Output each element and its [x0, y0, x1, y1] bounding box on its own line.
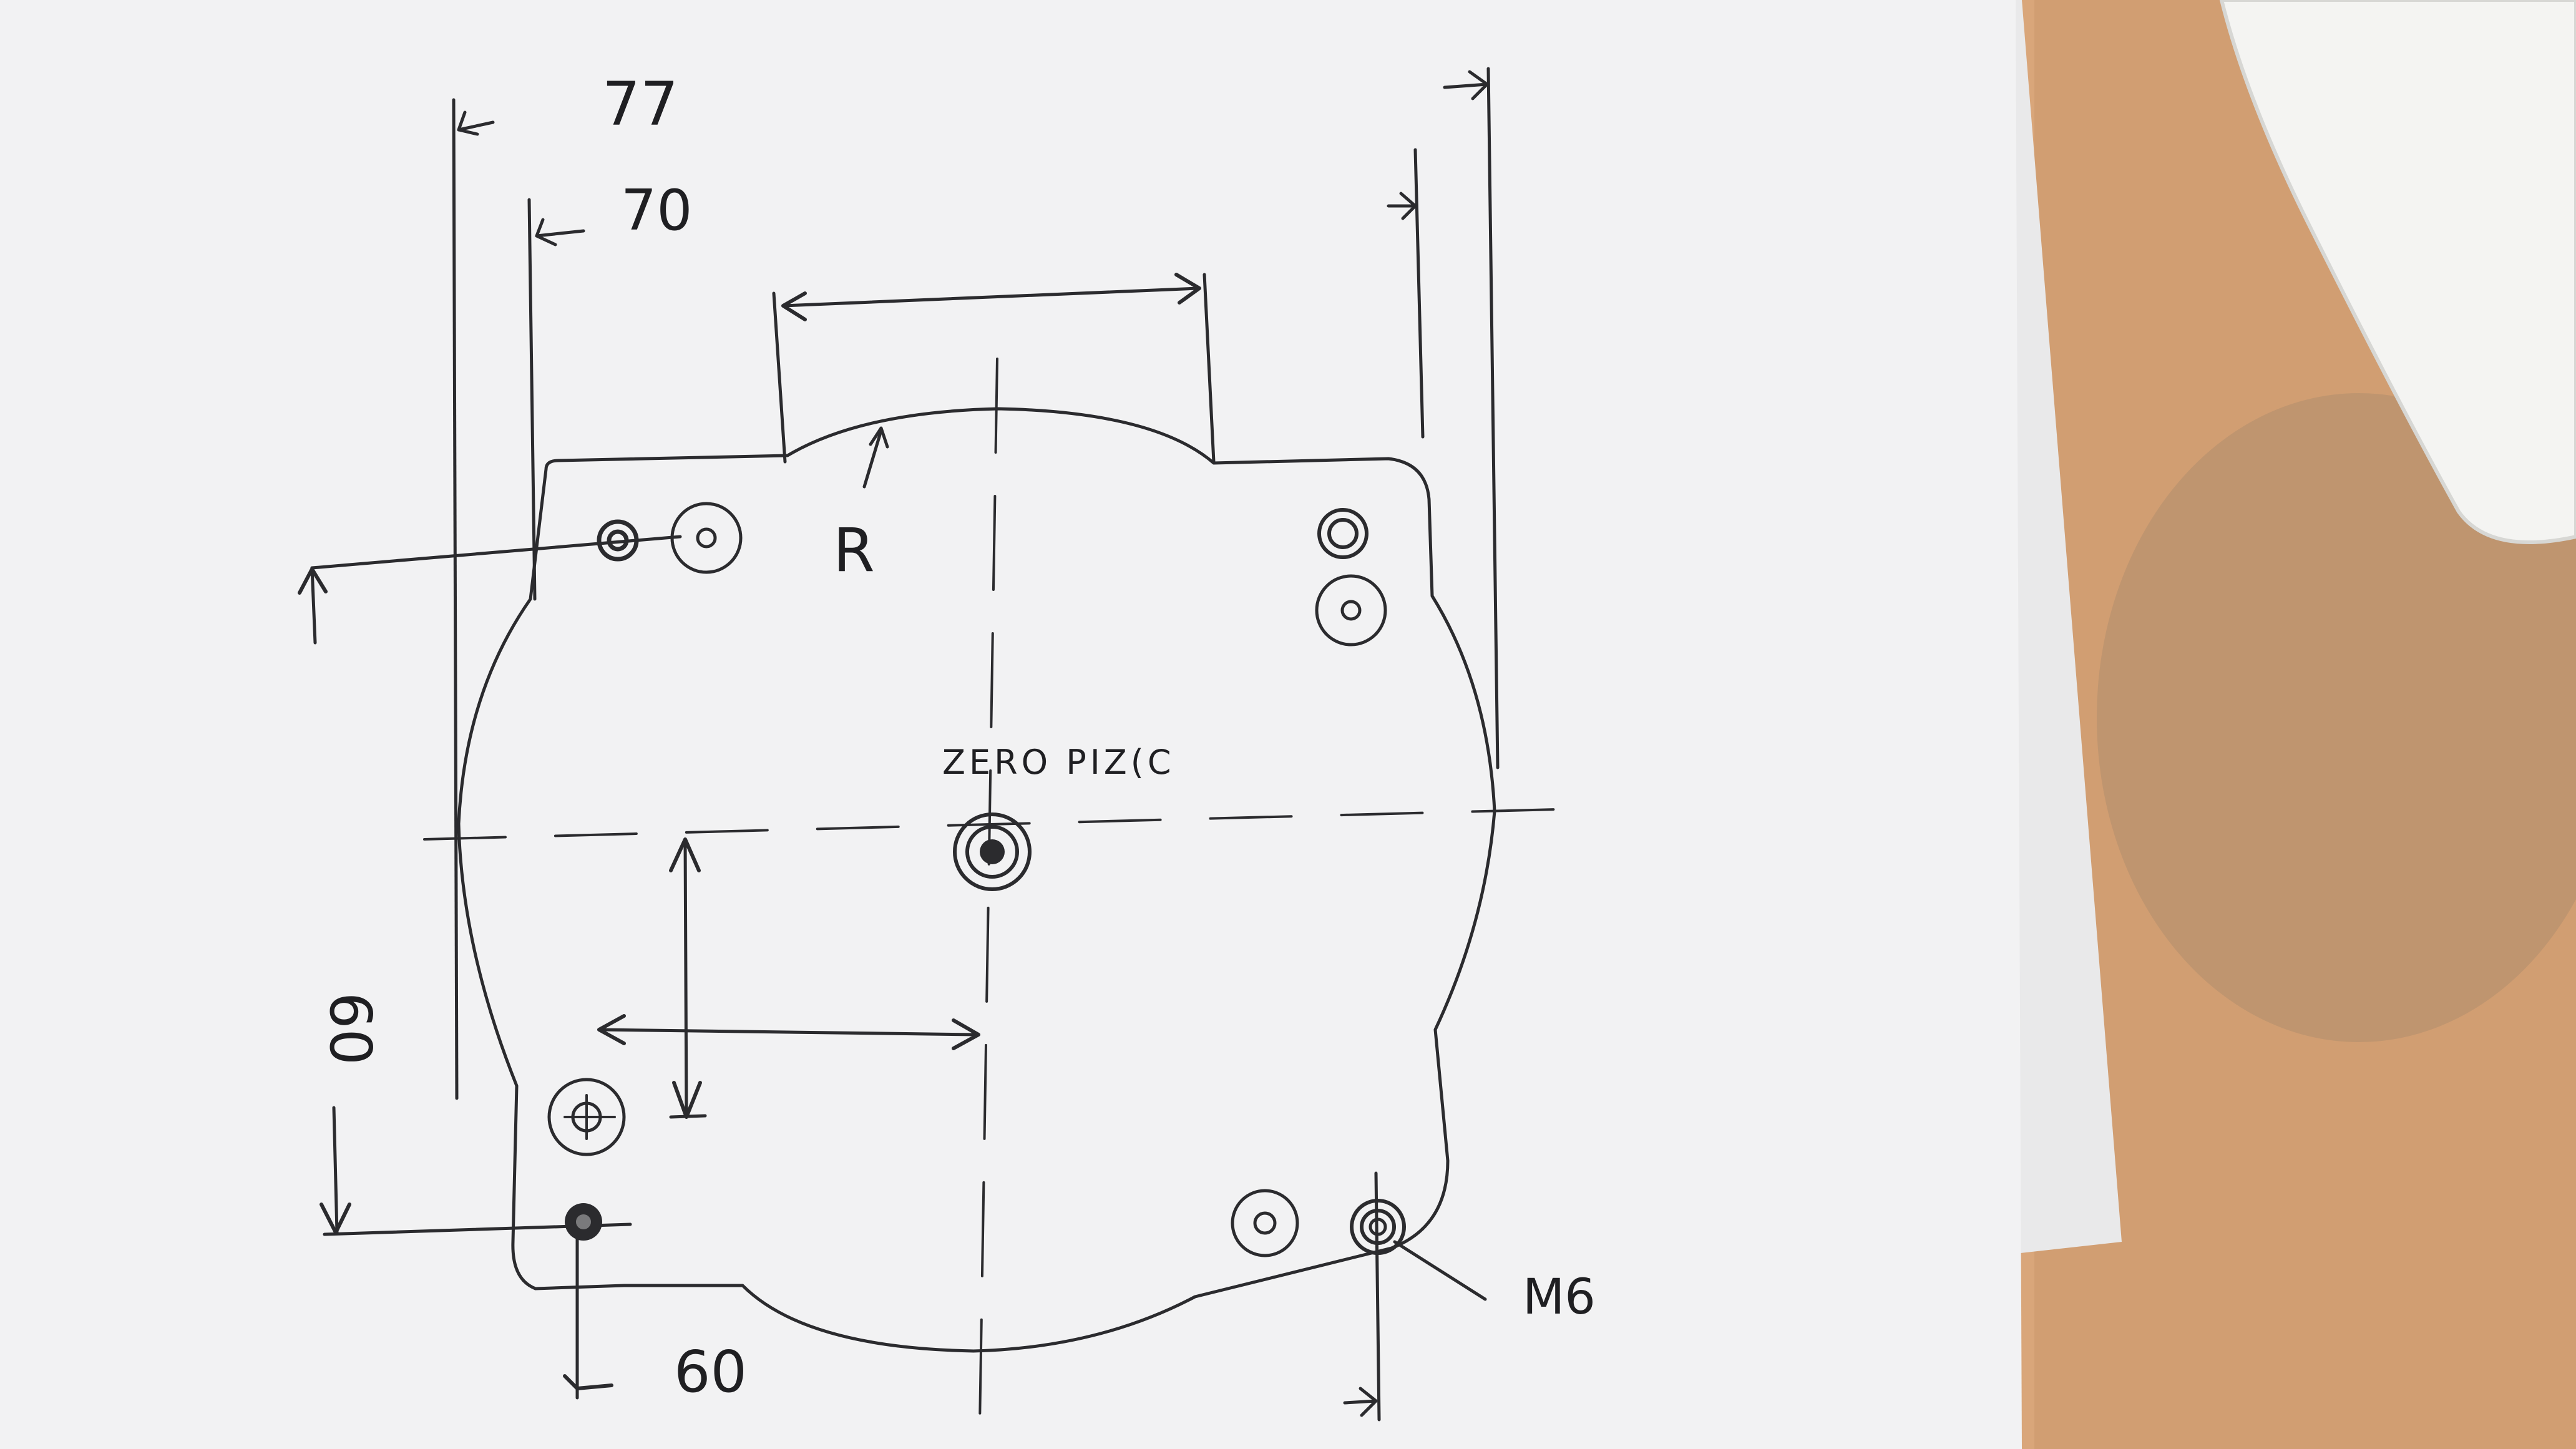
plate-outline — [457, 407, 1496, 1353]
dim-77-label: 77 — [602, 69, 678, 139]
arc-width-ext-right — [1203, 273, 1216, 464]
extension-line-77-left — [452, 98, 459, 1100]
paper-sheet — [0, 0, 2022, 1449]
dim-right-inner-arrowhead — [1387, 192, 1417, 220]
radius-leader — [862, 429, 883, 489]
dim-inner-vertical-tick — [669, 1114, 707, 1119]
hole-top-left-pin — [670, 502, 743, 574]
dim-inner-horizontal — [597, 1028, 978, 1037]
dim-inner-vertical — [683, 837, 688, 1119]
extension-line-right-inner — [1413, 148, 1425, 439]
origin-point-mid — [965, 825, 1019, 879]
hole-top-right-pin — [1315, 574, 1387, 646]
dim-left-height-vertical — [310, 566, 317, 645]
dim-60-bottom-label: 60 — [674, 1339, 747, 1405]
origin-point-inner — [980, 839, 1005, 864]
arc-width-arrowhead-right — [1174, 273, 1201, 305]
desk-stain — [2097, 393, 2576, 1042]
extension-line-right-outer — [1486, 67, 1500, 769]
hole-bottom-left-threaded — [565, 1203, 602, 1241]
origin-label: ZERO PIZ(C — [942, 743, 1175, 782]
dim-inner-horizontal-arrowhead-right — [952, 1018, 980, 1050]
horizontal-centerline — [423, 807, 1580, 841]
dim-left-height-line — [310, 535, 682, 570]
hole-bottom-right-threaded — [1350, 1199, 1406, 1255]
hole-top-right-threaded — [1317, 508, 1368, 559]
dim-inner-vertical-arrowhead-top — [669, 837, 701, 872]
dim-bottom-right-arrowhead — [1343, 1387, 1378, 1417]
arc-width-ext-left — [772, 291, 787, 464]
technical-sketch: 77 70 R ZERO PIZ(C — [298, 67, 1596, 1427]
dim-60-side-label: 60 — [317, 992, 384, 1065]
arc-width-dim-line — [781, 286, 1200, 308]
radius-arrowhead — [869, 426, 889, 449]
dim-right-outer-arrowhead — [1443, 70, 1489, 100]
dim-60-bottom-arrow — [563, 1374, 613, 1390]
vertical-centerline — [978, 358, 998, 1427]
dim-bottom-right-ext — [1374, 1171, 1381, 1422]
extension-line-70-left — [527, 198, 537, 601]
computer-mouse — [2219, 0, 2576, 544]
dim-60-side-line — [332, 1106, 339, 1234]
dim-77-arrow — [457, 120, 495, 132]
arc-width-arrowhead-left — [781, 291, 807, 321]
hole-top-left-threaded — [597, 519, 639, 562]
radius-label: R — [833, 515, 875, 585]
thread-leader — [1393, 1240, 1487, 1301]
dim-70-label: 70 — [621, 178, 693, 243]
thread-label: M6 — [1523, 1269, 1596, 1325]
dim-left-height-arrowhead — [298, 567, 328, 595]
hole-bottom-right-pin — [1231, 1189, 1299, 1257]
dim-77-arrowhead — [457, 110, 479, 136]
origin-point-outer — [953, 812, 1032, 891]
dim-70-arrow — [535, 229, 585, 238]
dim-inner-horizontal-arrowhead-left — [597, 1014, 626, 1045]
dim-70-arrowhead — [535, 218, 557, 246]
hole-bottom-left-pin — [547, 1078, 626, 1156]
